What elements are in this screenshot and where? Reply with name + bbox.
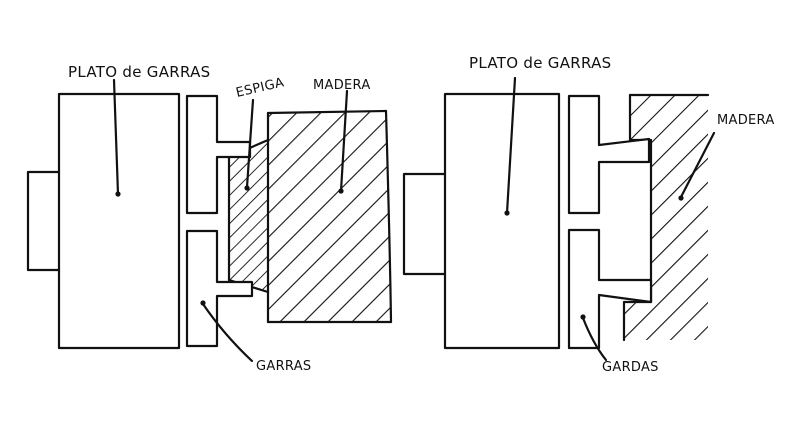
right-lower-jaw: [567, 228, 653, 350]
left-wood-label: MADERA: [313, 78, 371, 93]
right-jaws-label: GARDAS: [602, 360, 659, 375]
right-upper-jaw: [567, 94, 651, 215]
right-spindle-stub: [402, 172, 448, 276]
left-chuck-body: [57, 92, 181, 350]
left-tenon-label: ESPIGA: [235, 75, 286, 101]
left-spindle-stub: [26, 170, 62, 272]
left-wood-block: [266, 109, 393, 324]
left-jaws-label: GARRAS: [256, 359, 311, 374]
left-diagram: PLATO de GARRAS ESPIGA MADERA GARRAS: [26, 63, 393, 374]
right-chuck-label: PLATO de GARRAS: [469, 54, 612, 72]
right-wood-label: MADERA: [717, 113, 775, 128]
right-chuck-body: [443, 92, 561, 350]
left-lower-jaw: [185, 229, 254, 348]
right-diagram: PLATO de GARRAS MADERA GARDAS: [402, 54, 775, 375]
right-wood-block: [622, 93, 710, 342]
left-chuck-label: PLATO de GARRAS: [68, 63, 211, 81]
